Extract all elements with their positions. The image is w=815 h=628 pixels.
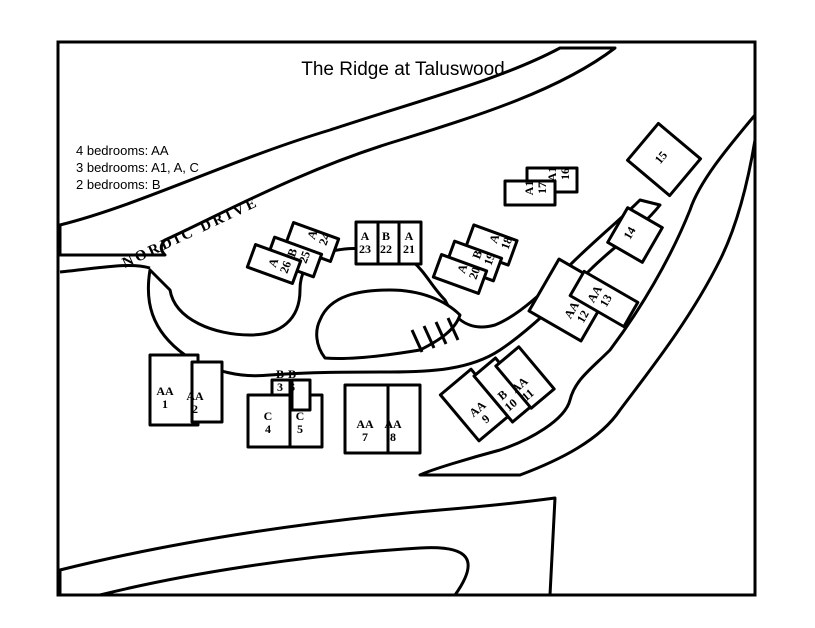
unit-number-4: 4: [265, 422, 271, 436]
unit-number-2: 2: [192, 402, 198, 416]
unit-number-20: 20: [466, 265, 483, 281]
building-unit-14: [606, 206, 664, 264]
unit-number-8: 8: [390, 430, 396, 444]
unit-number-5: 5: [297, 422, 303, 436]
unit-number-3: 3: [277, 380, 283, 394]
legend: 4 bedrooms: AA 3 bedrooms: A1, A, C 2 be…: [76, 143, 199, 192]
unit-number-24: 24: [316, 231, 333, 247]
unit-type-1: AA: [156, 384, 174, 398]
nordic-drive-road: [58, 46, 617, 257]
unit-type-4: C: [264, 409, 273, 423]
unit-number-6: 6: [289, 380, 295, 394]
building-unit-20: [431, 253, 489, 295]
building-unit-7: [343, 383, 392, 455]
nordic-drive-edge: [59, 263, 151, 274]
building-unit-8: [386, 383, 422, 455]
lower-road: [58, 496, 557, 597]
parking-stalls: [410, 317, 460, 353]
unit-number-19: 19: [481, 251, 498, 267]
unit-number-23: 23: [359, 242, 371, 256]
unit-type-2: AA: [186, 389, 204, 403]
building-unit-17: [503, 179, 557, 207]
unit-type-8: AA: [384, 417, 402, 431]
unit-type-21: A: [405, 229, 414, 243]
map-title: The Ridge at Taluswood: [301, 59, 505, 80]
legend-a1-a-c: 3 bedrooms: A1, A, C: [76, 160, 199, 175]
unit-number-7: 7: [362, 430, 368, 444]
unit-number-18: 18: [498, 235, 515, 251]
unit-label-25: B25: [284, 245, 313, 266]
unit-type-16: A1: [545, 167, 559, 182]
unit-number-26: 26: [277, 259, 294, 275]
ridge-road: [418, 113, 757, 477]
building-unit-6: [290, 378, 312, 412]
unit-type-23: A: [361, 229, 370, 243]
unit-number-25: 25: [296, 249, 313, 265]
building-unit-23: [354, 220, 380, 266]
building-unit-15: [626, 121, 702, 198]
building-unit-13: [568, 269, 640, 329]
unit-number-16: 16: [558, 168, 572, 180]
unit-label-17: A117: [522, 181, 549, 196]
legend-aa: 4 bedrooms: AA: [76, 143, 169, 158]
building-unit-1: [148, 353, 200, 427]
loop-island: [315, 288, 462, 360]
unit-type-5: C: [296, 409, 305, 423]
unit-type-3: B: [276, 367, 284, 381]
buildings: [148, 121, 702, 455]
unit-number-22: 22: [380, 242, 392, 256]
unit-type-22: B: [382, 229, 390, 243]
building-unit-4: [246, 393, 292, 449]
legend-b: 2 bedrooms: B: [76, 177, 161, 192]
building-unit-26: [245, 243, 303, 285]
unit-number-1: 1: [162, 397, 168, 411]
building-unit-11: [494, 345, 556, 410]
unit-label-16: A116: [545, 167, 572, 182]
unit-type-6: B: [288, 367, 296, 381]
unit-label-19: B19: [469, 247, 498, 268]
building-unit-2: [190, 360, 224, 424]
loop-road: [146, 198, 662, 378]
unit-number-21: 21: [403, 242, 415, 256]
unit-type-17: A1: [522, 181, 536, 196]
unit-number-17: 17: [535, 182, 549, 194]
unit-type-7: AA: [356, 417, 374, 431]
